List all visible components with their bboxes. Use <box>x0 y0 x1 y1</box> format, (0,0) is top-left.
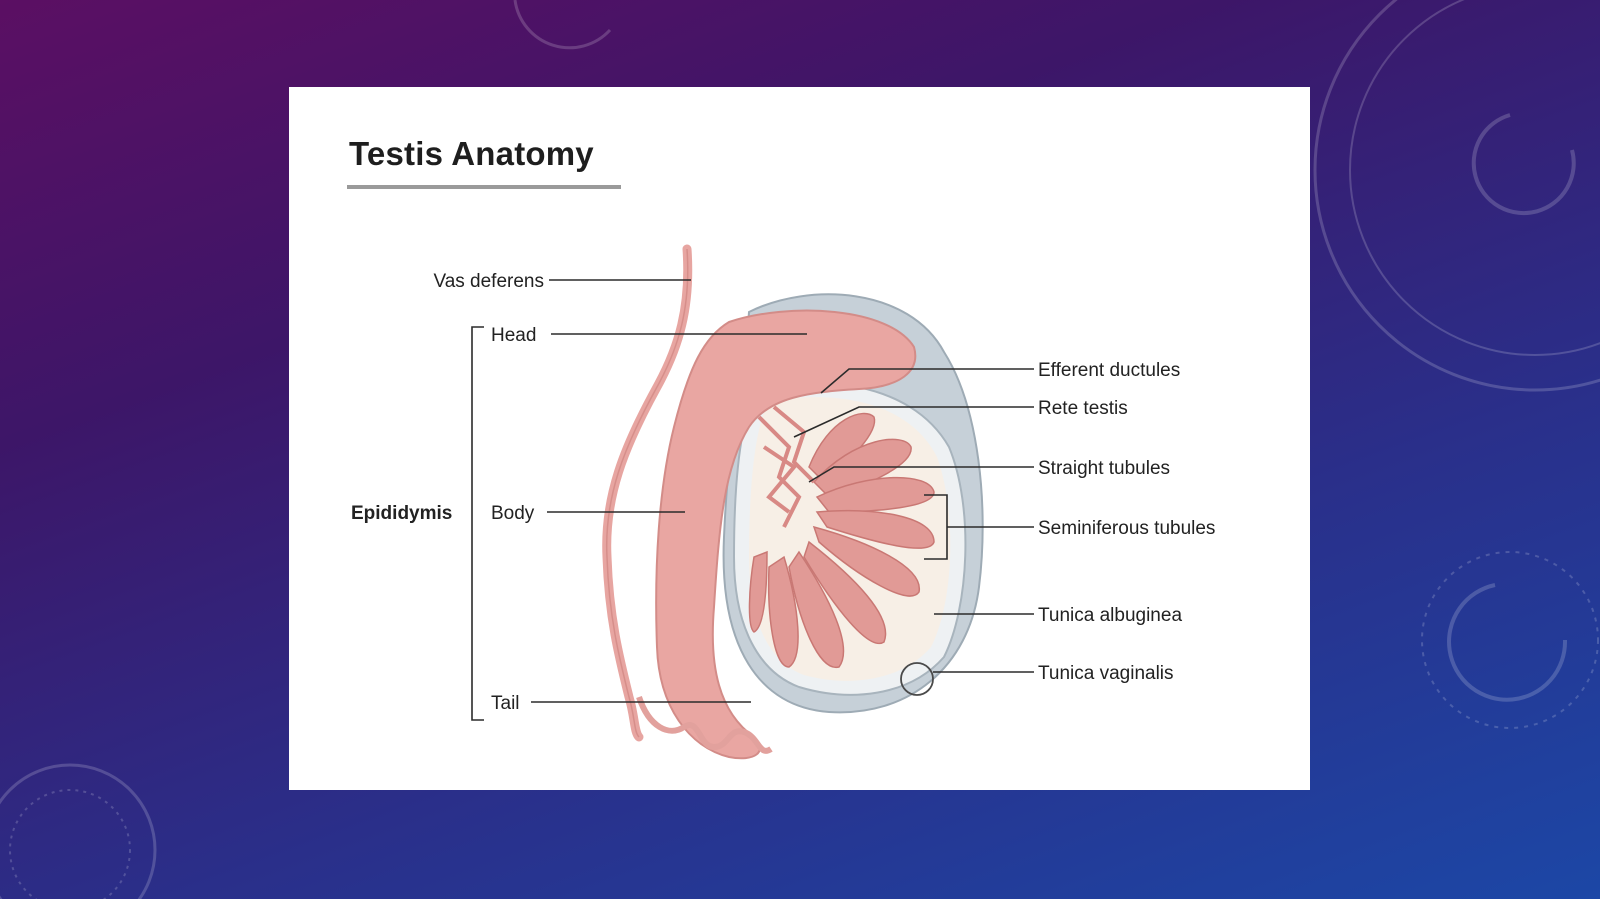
label-rete-testis: Rete testis <box>1038 398 1128 419</box>
deco-ring-medium <box>1349 0 1600 356</box>
tubule-lobule <box>803 540 887 645</box>
vas-deferens-tube-edge <box>605 248 689 738</box>
rete-testis-network <box>757 405 816 528</box>
deco-arc-small <box>1471 113 1576 216</box>
deco-ring-bottom-left-inner <box>9 789 131 899</box>
slide-card: Testis Anatomy <box>289 87 1310 790</box>
deco-ring-large <box>1313 0 1600 392</box>
label-head: Head <box>491 325 536 346</box>
efferent-ductules-leader <box>820 368 1034 394</box>
label-seminiferous-tubules: Seminiferous tubules <box>1038 518 1215 539</box>
label-efferent-ductules: Efferent ductules <box>1038 360 1180 381</box>
label-tunica-vaginalis: Tunica vaginalis <box>1038 663 1174 684</box>
tubule-lobule <box>748 550 768 633</box>
tubule-lobule <box>812 525 920 597</box>
tunica-vaginalis-marker <box>900 662 934 696</box>
deco-ring-bottom-left <box>0 763 157 899</box>
deco-ring-bottom-right <box>1421 551 1599 729</box>
epididymis-tail-coils <box>636 695 773 754</box>
testis-anatomy-diagram: Vas deferens Head Epididymis Body Tail E… <box>351 244 1215 760</box>
title-underline <box>347 185 621 189</box>
page-title: Testis Anatomy <box>349 135 594 172</box>
label-tail: Tail <box>491 693 520 714</box>
deco-arc-bottom-right <box>1447 583 1568 702</box>
rete-testis-leader <box>793 406 1034 438</box>
label-epididymis: Epididymis <box>351 503 452 524</box>
tubule-lobule <box>767 555 799 668</box>
label-tunica-albuginea: Tunica albuginea <box>1038 605 1182 626</box>
tubule-lobule <box>788 550 845 668</box>
label-body: Body <box>491 503 535 524</box>
label-vas-deferens: Vas deferens <box>433 271 544 292</box>
seminiferous-tubules-group <box>748 412 935 668</box>
label-straight-tubules: Straight tubules <box>1038 458 1170 479</box>
straight-tubules-leader <box>808 466 1034 483</box>
tubule-lobule <box>815 510 935 549</box>
epididymis-shape <box>655 309 917 760</box>
epididymis-bracket <box>471 326 484 721</box>
deco-arc-top-left <box>513 0 612 50</box>
